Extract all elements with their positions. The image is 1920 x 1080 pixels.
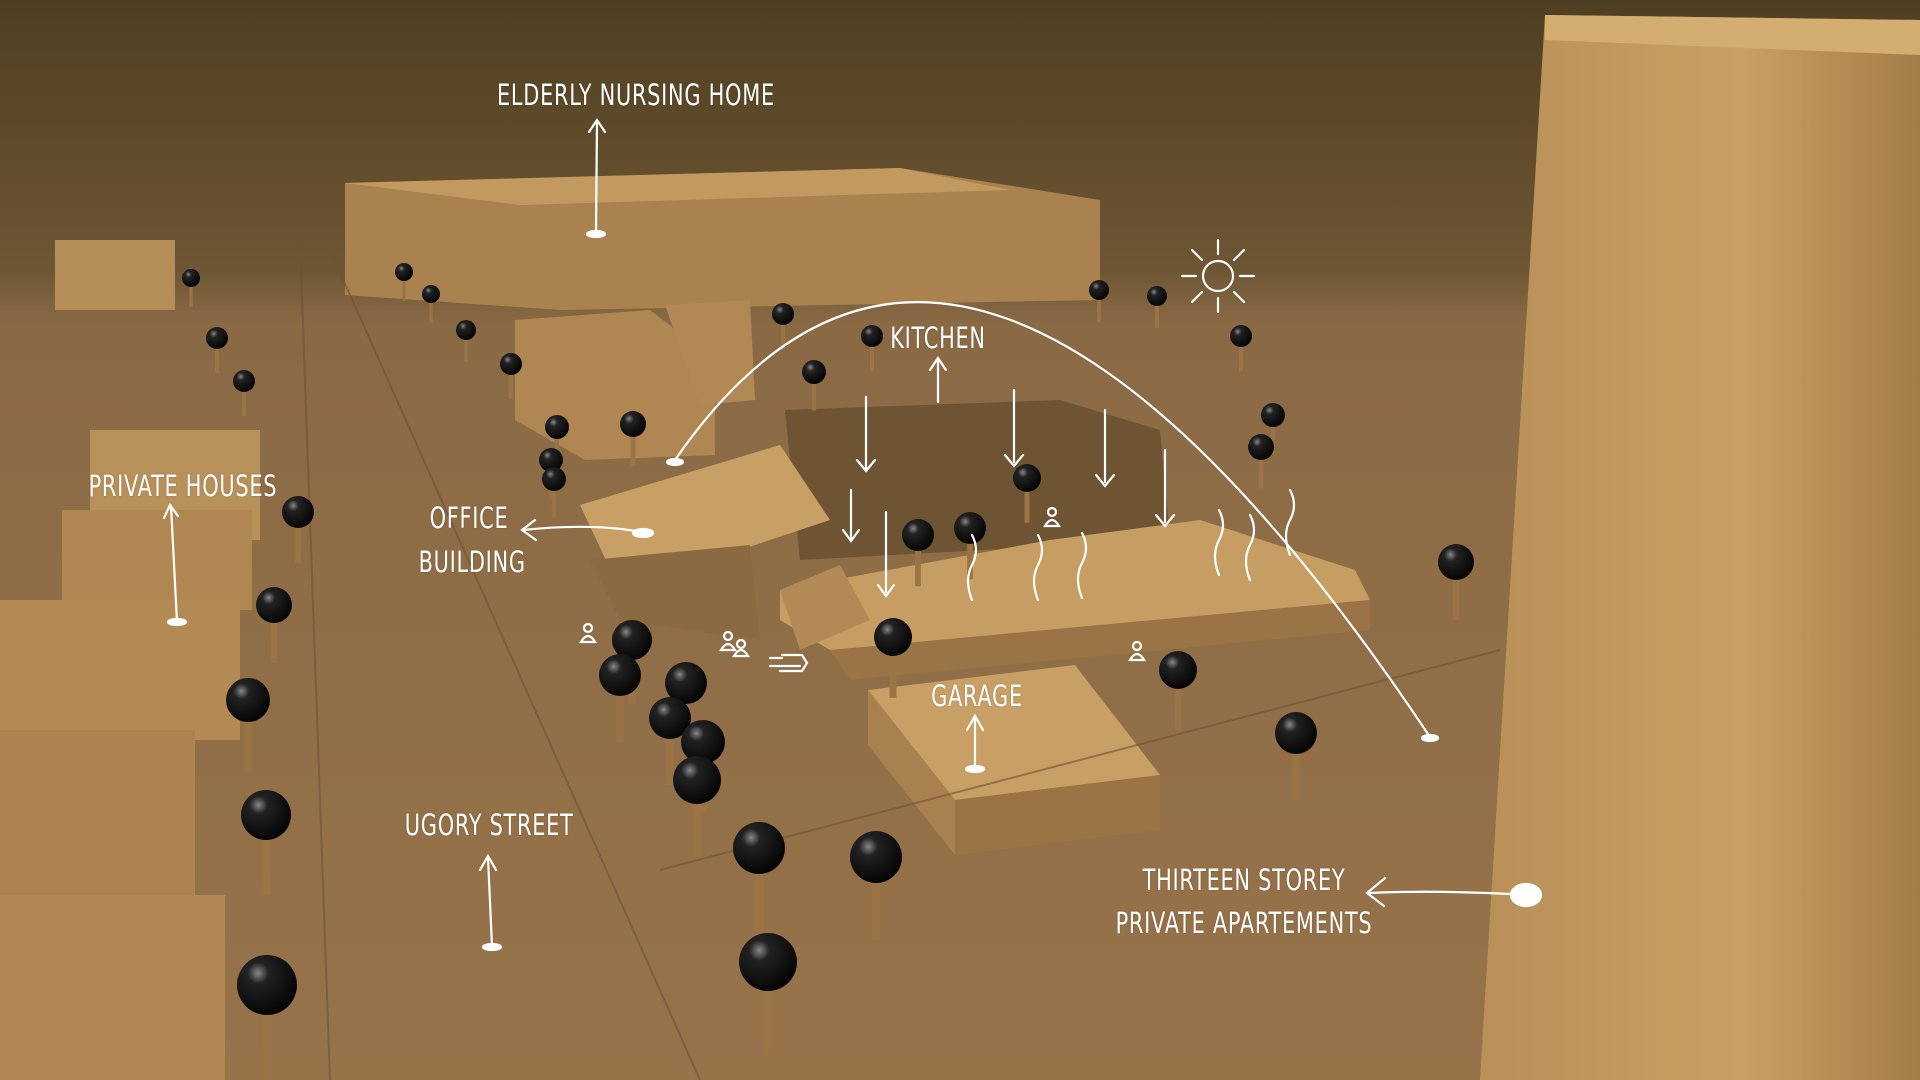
tree [1013,464,1041,523]
tree [422,285,440,323]
tree [545,415,569,466]
tree [1159,651,1197,731]
arrow-houses [162,502,180,624]
tree [902,519,934,587]
tree [772,303,794,350]
tree [182,269,200,307]
tree [802,360,826,411]
tree [206,327,228,374]
arrow-apartments [1365,876,1512,908]
label-apartments-line2: PRIVATE APARTEMENTS [1115,906,1373,940]
label-garage: GARAGE [931,679,1023,713]
tree [649,697,691,786]
tree [954,512,986,580]
arrow-kitchen [928,356,948,404]
person-icons [579,506,1146,662]
heat-arrows [966,488,1296,602]
tree [620,411,646,466]
tree [237,955,297,1080]
tree [1230,325,1252,372]
tree [673,756,721,857]
tree [1275,712,1317,801]
tree [739,933,797,1055]
sunlight-arrows [841,388,1176,598]
tree [241,790,291,895]
tree [1438,544,1474,620]
arrow-street [478,853,498,948]
street-lines [299,239,1501,1080]
tree [456,320,476,362]
tree [500,353,522,400]
label-private-houses: PRIVATE HOUSES [88,469,278,503]
tree [1261,403,1285,454]
tree [861,325,883,372]
label-kitchen: KITCHEN [890,321,986,355]
tree [874,618,912,698]
tree [395,263,413,301]
label-elderly-nursing-home: ELDERLY NURSING HOME [497,78,775,112]
trees [182,263,1474,1080]
buildings [0,15,1920,1080]
label-office-line2: BUILDING [418,545,526,579]
tree [233,370,255,417]
tree [226,678,270,771]
tree [733,822,785,932]
tree [1248,434,1274,489]
label-ugory-street: UGORY STREET [404,808,574,842]
tree [599,654,641,743]
tree [1089,280,1109,322]
apartment-tower [1480,15,1920,1080]
arrow-garage [965,713,985,770]
label-apartments-line1: THIRTEEN STOREY [1142,863,1346,897]
tree [542,467,566,518]
annotations [162,118,1543,952]
entrance-arrow [768,653,809,673]
tree [282,496,314,564]
tree [256,587,292,663]
sun-icon [1180,238,1256,314]
arrow-nursing [587,118,607,235]
tree [1147,286,1167,328]
label-office-line1: OFFICE [429,501,509,535]
sun-path-arc [673,301,1432,739]
tree [850,831,902,941]
